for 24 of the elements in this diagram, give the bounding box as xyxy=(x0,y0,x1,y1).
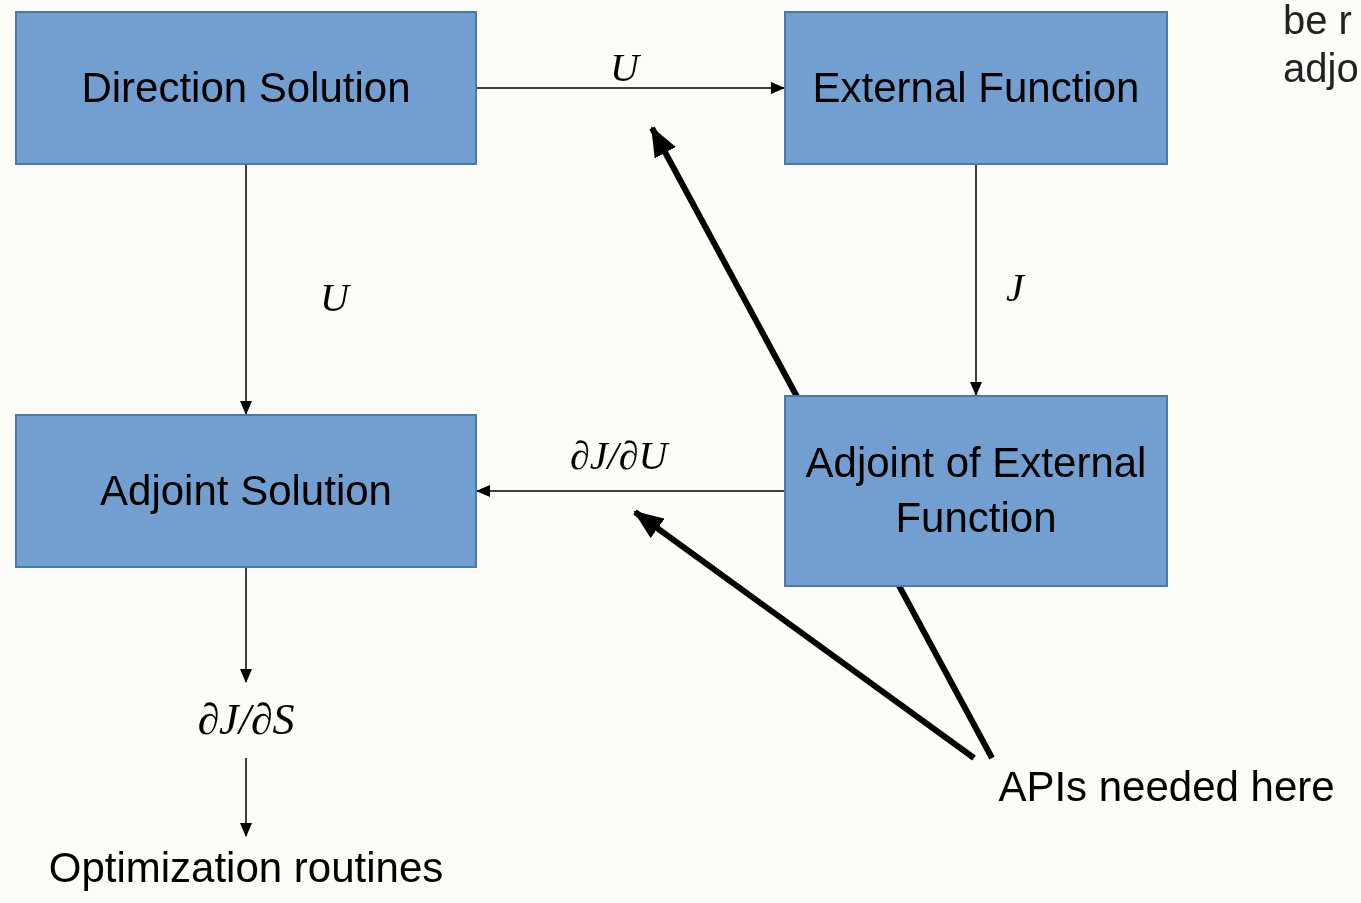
arrow xyxy=(240,757,252,837)
process-box xyxy=(784,395,1168,587)
text-label: Optimization routines xyxy=(48,842,444,893)
text-label: APIs needed here xyxy=(998,761,1335,812)
arrow xyxy=(240,567,252,683)
arrow xyxy=(240,164,252,415)
note-text: be r xyxy=(1283,0,1352,40)
box-label: Adjoint of External Function xyxy=(804,438,1148,543)
box-label: External Function xyxy=(812,62,1140,113)
box-label: Adjoint Solution xyxy=(100,465,392,516)
arrow xyxy=(476,485,785,497)
arrow xyxy=(476,82,785,94)
box-label: Direction Solution xyxy=(81,62,411,113)
edge-label: ∂J/∂U xyxy=(570,436,668,476)
arrow xyxy=(970,164,982,396)
math-label: ∂J/∂S xyxy=(197,694,295,746)
edge-label: U xyxy=(610,48,639,88)
process-box xyxy=(15,11,477,165)
thick-arrow xyxy=(633,509,976,761)
process-box xyxy=(784,11,1168,165)
note-text: adjo xyxy=(1283,48,1359,88)
edge-label: J xyxy=(1006,268,1024,308)
process-box xyxy=(15,414,477,568)
edge-label: U xyxy=(320,278,349,318)
